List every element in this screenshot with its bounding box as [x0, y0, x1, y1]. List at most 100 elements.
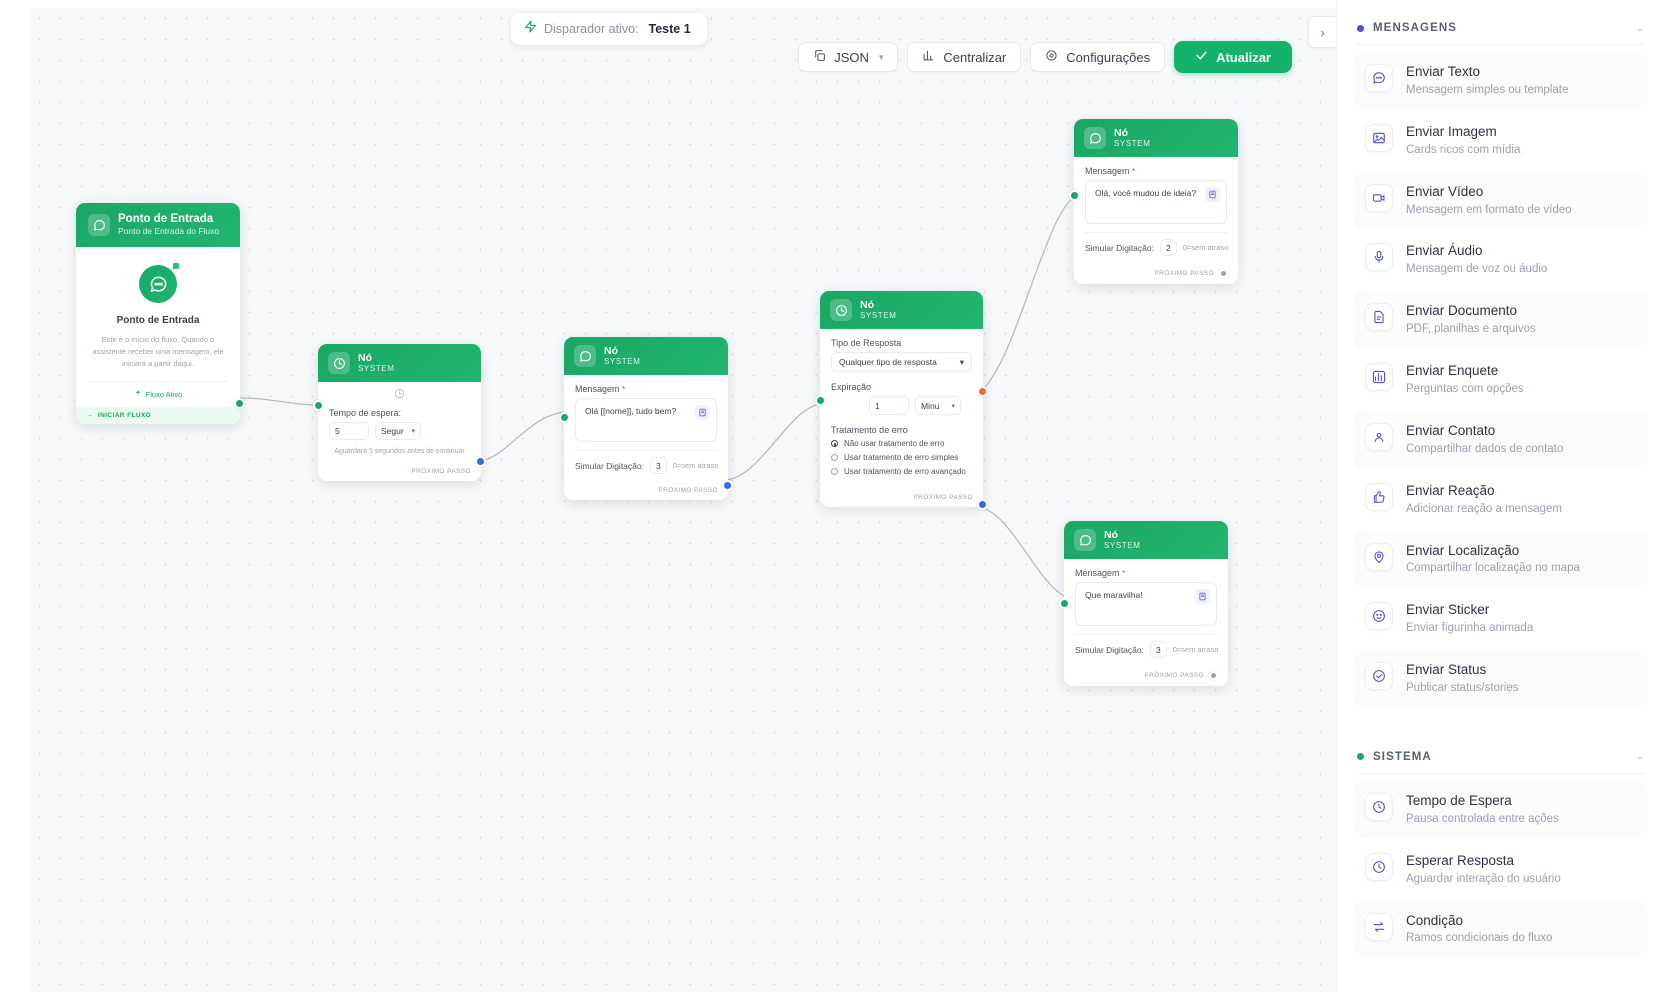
node-title: Nó — [358, 352, 372, 364]
output-handle[interactable] — [1209, 671, 1218, 681]
node-title: Nó — [1114, 127, 1128, 139]
item-subtitle: PDF, planilhas e arquivos — [1406, 323, 1536, 336]
expiration-input[interactable]: 1 — [869, 396, 909, 416]
error-option-0[interactable]: Não usar tratamento de erro — [831, 439, 972, 448]
configuracoes-button[interactable]: Configurações — [1030, 42, 1166, 72]
output-handle-response[interactable] — [977, 499, 988, 510]
message-field-label: Mensagem * — [1085, 166, 1227, 176]
node-title: Ponto de Entrada — [118, 213, 214, 225]
chevron-down-icon[interactable]: ⌄ — [1635, 751, 1644, 763]
node-body: Mensagem * Que maravilha! Simular Digita… — [1064, 559, 1228, 666]
divider — [1085, 232, 1227, 234]
input-handle[interactable] — [313, 400, 324, 411]
node-subtitle: SYSTEM — [358, 364, 395, 374]
clock-icon — [830, 299, 852, 322]
chevron-down-icon[interactable]: ⌄ — [1635, 22, 1644, 34]
error-option-2[interactable]: Usar tratamento de erro avançado — [831, 467, 972, 476]
node-enviar-texto-3[interactable]: Nó SYSTEM Mensagem * Que maravilha! — [1059, 521, 1228, 687]
item-title: Enviar Imagem — [1406, 123, 1497, 139]
section-title: MENSAGENS — [1373, 22, 1458, 34]
label-text: Mensagem — [575, 384, 620, 395]
typing-input[interactable]: 3 — [1149, 641, 1167, 659]
variable-insert-icon[interactable] — [695, 405, 710, 421]
input-handle[interactable] — [559, 412, 570, 423]
chat-bubble-icon — [1074, 529, 1096, 552]
thumbs-up-icon — [1365, 482, 1393, 511]
message-textarea[interactable]: Olá, você mudou de ideia? — [1085, 180, 1227, 225]
entry-avatar-icon — [139, 261, 181, 304]
atualizar-label: Atualizar — [1216, 49, 1271, 65]
input-handle[interactable] — [815, 395, 826, 406]
required-marker: * — [622, 385, 626, 395]
input-handle[interactable] — [1059, 598, 1070, 609]
node-ponto-de-entrada[interactable]: Ponto de Entrada Ponto de Entrada do Flu… — [76, 203, 245, 425]
json-button[interactable]: JSON ▾ — [798, 42, 899, 72]
output-handle[interactable] — [722, 480, 733, 491]
error-option-1[interactable]: Usar tratamento de erro simples — [831, 453, 972, 462]
message-value: Olá, você mudou de ideia? — [1095, 188, 1197, 199]
wait-value-input[interactable]: 5 — [329, 422, 369, 441]
variable-insert-icon[interactable] — [1205, 187, 1220, 203]
msg1-footer-label: PRÓXIMO PASSO — [658, 487, 718, 495]
typing-hint: 0=sem atraso — [672, 461, 719, 471]
item-title: Tempo de Espera — [1406, 792, 1512, 808]
item-title: Enviar Áudio — [1406, 243, 1483, 259]
divider — [88, 381, 228, 383]
variable-insert-icon[interactable] — [1195, 589, 1210, 605]
message-textarea[interactable]: Que maravilha! — [1075, 582, 1217, 627]
node-body: Ponto de Entrada Este é o início do flux… — [76, 247, 240, 407]
node-enviar-texto-1[interactable]: Nó SYSTEM Mensagem * Olá [[nome]], tudo … — [559, 337, 733, 501]
node-title: Nó — [860, 299, 874, 311]
message-value: Olá [[nome]], tudo bem? — [585, 406, 677, 417]
label-text: Mensagem — [1085, 166, 1130, 177]
typing-input[interactable]: 3 — [649, 457, 667, 475]
input-handle[interactable] — [1069, 190, 1080, 201]
chevron-right-icon: › — [1320, 24, 1325, 40]
message-textarea[interactable]: Olá [[nome]], tudo bem? — [575, 398, 717, 443]
smiley-icon — [1365, 602, 1393, 631]
node-enviar-texto-2[interactable]: Nó SYSTEM Mensagem * Olá, você mudou de … — [1069, 119, 1238, 285]
toast-label: Disparador ativo: — [544, 22, 639, 36]
copy-icon — [813, 49, 826, 65]
output-handle-timeout[interactable] — [977, 386, 988, 397]
flow-canvas[interactable]: Disparador ativo: Teste 1 JSON ▾ Central… — [0, 0, 1336, 992]
output-handle[interactable] — [234, 398, 245, 409]
typing-input[interactable]: 2 — [1159, 239, 1177, 257]
node-tempo-de-espera[interactable]: Nó SYSTEM Tempo de espera: 5 Segur ▾ Agu… — [313, 344, 486, 482]
node-footer: PRÓXIMO PASSO — [820, 489, 983, 507]
node-body: Tempo de espera: 5 Segur ▾ Aguardará 5 s… — [318, 399, 481, 463]
section-header-sistema[interactable]: SISTEMA⌄ — [1353, 729, 1648, 773]
msg2-footer-label: PRÓXIMO PASSO — [1154, 270, 1214, 278]
item-title: Esperar Resposta — [1406, 852, 1515, 868]
wait-unit-select[interactable]: Segur ▾ — [375, 422, 421, 441]
response-type-select[interactable]: Qualquer tipo de resposta ▾ — [831, 352, 972, 373]
expiration-unit-select[interactable]: Minu ▾ — [915, 396, 961, 416]
item-subtitle: Publicar status/stories — [1406, 682, 1519, 694]
sidebar-collapse-button[interactable]: › — [1308, 16, 1336, 48]
item-subtitle: Enviar figurinha animada — [1406, 622, 1534, 635]
expiration-unit-value: Minu — [921, 400, 940, 411]
expiration-label: Expiração — [831, 382, 872, 393]
section-header-mensagens[interactable]: MENSAGENS ⌄ — [1353, 0, 1648, 44]
atualizar-button[interactable]: Atualizar — [1174, 41, 1292, 73]
output-handle[interactable] — [1219, 269, 1228, 279]
item-title: Condição — [1406, 912, 1464, 928]
video-icon — [1365, 183, 1393, 212]
output-handle[interactable] — [475, 456, 486, 467]
centralizar-button[interactable]: Centralizar — [907, 42, 1022, 72]
node-esperar-resposta[interactable]: Nó SYSTEM Tipo de Resposta Qualquer tipo… — [815, 291, 988, 510]
